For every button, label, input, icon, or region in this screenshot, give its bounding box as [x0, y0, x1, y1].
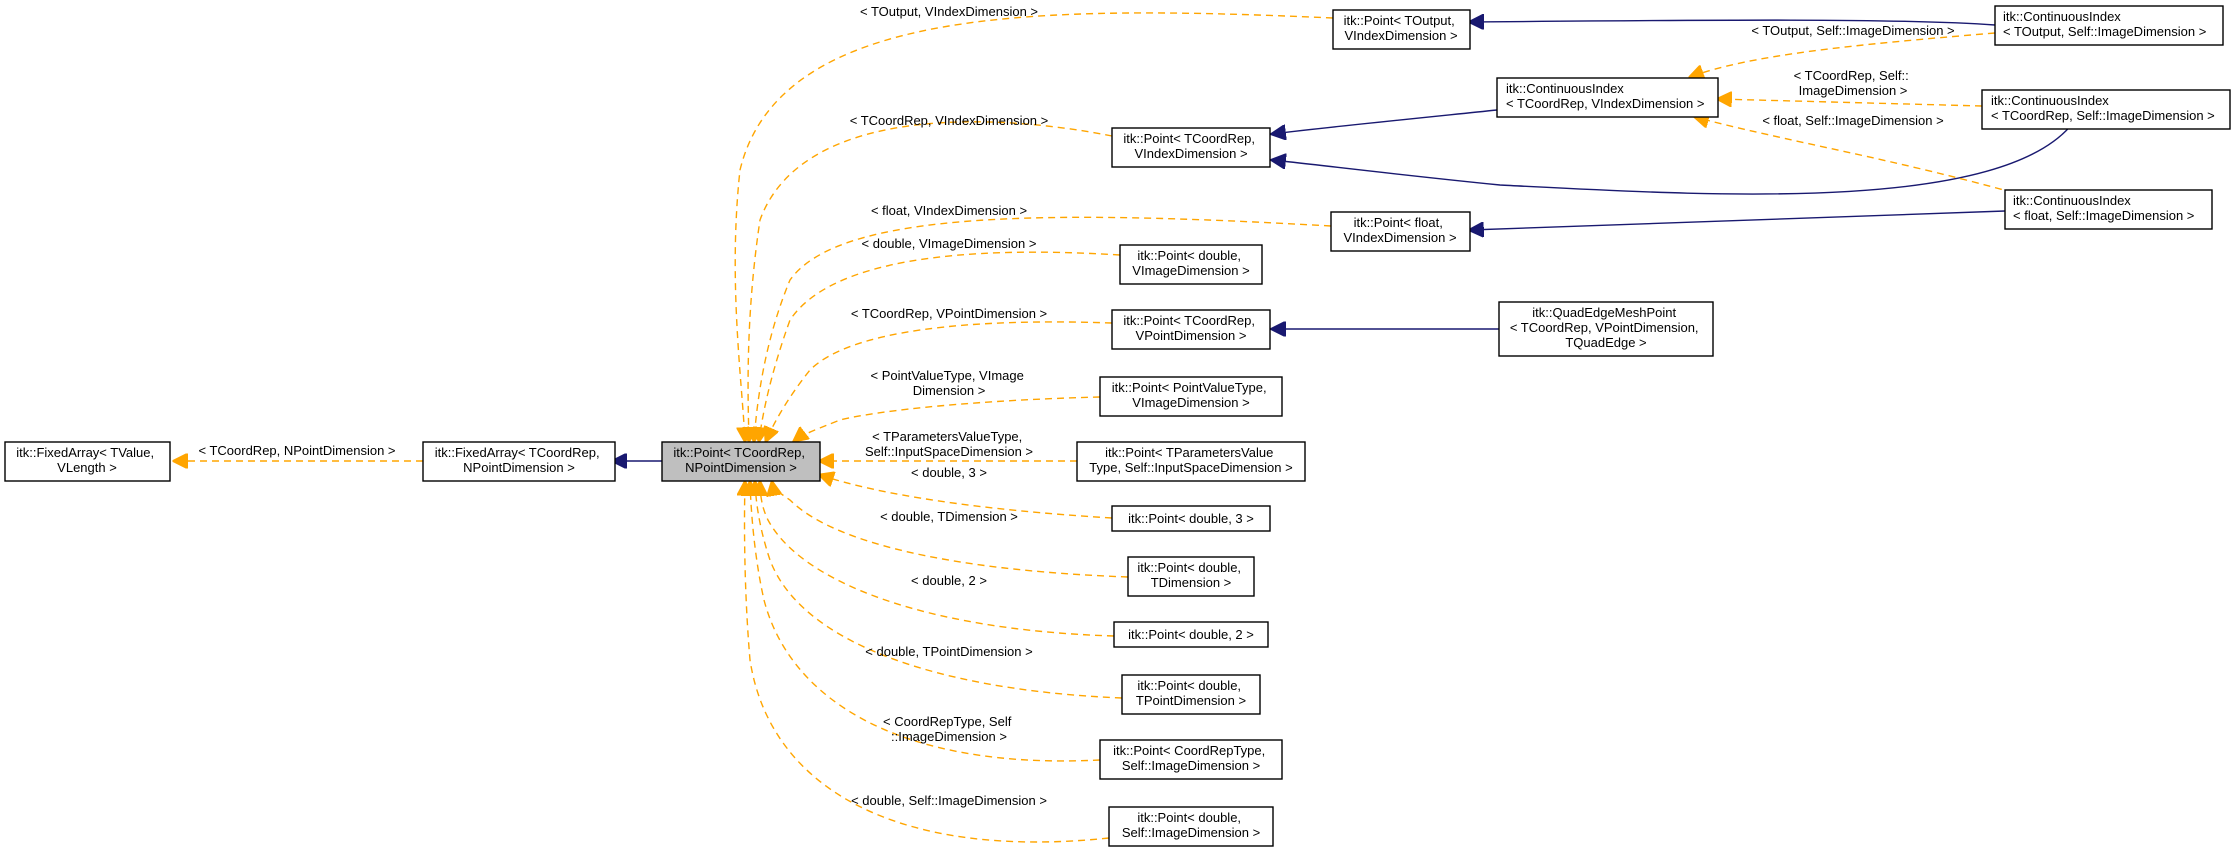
edge-coordreptype — [750, 482, 1101, 762]
node-point-tcoordrep-vpoint[interactable]: itk::Point< TCoordRep, VPointDimension > — [1111, 309, 1271, 350]
svg-text:itk::Point< double, 3 >: itk::Point< double, 3 > — [1128, 511, 1254, 526]
edge-ci-tcoordrep-vindex-inherit — [1272, 109, 1498, 134]
svg-text:itk::Point< PointValueType,: itk::Point< PointValueType, VImageDimens… — [1112, 380, 1270, 410]
edge-tcoordrep-vpoint — [766, 321, 1113, 441]
node-point-coordreptype[interactable]: itk::Point< CoordRepType, Self::ImageDim… — [1099, 739, 1283, 780]
node-point-toutput[interactable]: itk::Point< TOutput, VIndexDimension > — [1332, 9, 1471, 50]
svg-text:itk::ContinuousIndex <: itk::ContinuousIndex < TCoordRep, Self::… — [1991, 93, 2215, 123]
edge-label-coordreptype: < CoordRepType, Self ::ImageDimension > — [883, 714, 1015, 744]
edge-labels: < TCoordRep, NPointDimension > < TOutput… — [198, 4, 1954, 808]
svg-text:itk::Point< double, TD: itk::Point< double, TDimension > — [1137, 560, 1244, 590]
edge-double-tdim — [772, 482, 1129, 578]
svg-text:itk::ContinuousIndex <: itk::ContinuousIndex < TOutput, Self::Im… — [2003, 9, 2206, 39]
node-fixed-array-template[interactable]: itk::FixedArray< TValue, VLength > — [4, 441, 171, 482]
edges — [174, 12, 2074, 843]
node-point-double-vimage[interactable]: itk::Point< double, VImageDimension > — [1119, 244, 1263, 285]
node-fixed-array-instance[interactable]: itk::FixedArray< TCoordRep, NPointDimens… — [422, 441, 616, 482]
edge-toutput — [734, 12, 1334, 441]
node-point-tcoordrep-vindex[interactable]: itk::Point< TCoordRep, VIndexDimension > — [1111, 127, 1271, 168]
edge-ci-toutput-inherit — [1470, 20, 1996, 25]
edge-ci-float-inherit — [1470, 210, 2006, 230]
edge-label-toutput: < TOutput, VIndexDimension > — [860, 4, 1038, 19]
edge-ci-toutput — [1690, 32, 1996, 77]
svg-text:itk::Point< TCoordRep,: itk::Point< TCoordRep, NPointDimension > — [673, 445, 808, 475]
svg-text:itk::ContinuousIndex <: itk::ContinuousIndex < TCoordRep, VIndex… — [1506, 81, 1704, 111]
edge-float-vindex — [754, 216, 1332, 441]
edge-double-3 — [820, 475, 1113, 519]
node-ci-toutput-self[interactable]: itk::ContinuousIndex < TOutput, Self::Im… — [1994, 5, 2224, 46]
node-ci-tcoordrep-self[interactable]: itk::ContinuousIndex < TCoordRep, Self::… — [1981, 89, 2231, 130]
edge-double-2 — [760, 482, 1115, 637]
svg-text:itk::Point< TCoordRep,: itk::Point< TCoordRep, VIndexDimension > — [1123, 131, 1258, 161]
edge-label-fixed-array: < TCoordRep, NPointDimension > — [198, 443, 395, 458]
node-quadedge-mesh-point[interactable]: itk::QuadEdgeMeshPoint < TCoordRep, VPoi… — [1498, 301, 1714, 357]
node-point-main[interactable]: itk::Point< TCoordRep, NPointDimension > — [661, 441, 821, 482]
edge-ci-tcoordrep — [1718, 99, 1983, 106]
node-point-float-vindex[interactable]: itk::Point< float, VIndexDimension > — [1330, 211, 1471, 252]
edge-label-pointvaluetype: < PointValueType, VImage Dimension > — [871, 368, 1028, 398]
svg-text:itk::FixedArray< TValue,: itk::FixedArray< TValue, VLength > — [16, 445, 158, 475]
edge-ci-tcoordrep-self-inherit — [1272, 122, 2074, 195]
edge-double-tpoint — [755, 482, 1123, 699]
edge-label-float-vindex: < float, VIndexDimension > — [871, 203, 1027, 218]
svg-text:itk::Point< TCoordRep,: itk::Point< TCoordRep, VPointDimension > — [1123, 313, 1258, 343]
svg-text:itk::Point< float, VIn: itk::Point< float, VIndexDimension > — [1343, 215, 1456, 245]
svg-text:itk::Point< TParametersValue: itk::Point< TParametersValue Type, Self:… — [1089, 445, 1292, 475]
edge-pointvaluetype — [794, 396, 1101, 441]
edge-label-double-vimage: < double, VImageDimension > — [862, 236, 1037, 251]
node-point-double-2[interactable]: itk::Point< double, 2 > — [1113, 621, 1269, 648]
edge-label-tcoordrep-vpoint: < TCoordRep, VPointDimension > — [851, 306, 1047, 321]
node-point-double-tpoint[interactable]: itk::Point< double, TPointDimension > — [1121, 674, 1261, 715]
edge-label-tparams: < TParametersValueType, Self::InputSpace… — [865, 429, 1033, 459]
node-point-double-self[interactable]: itk::Point< double, Self::ImageDimension… — [1108, 806, 1274, 847]
svg-text:itk::Point< double, Se: itk::Point< double, Self::ImageDimension… — [1122, 810, 1260, 840]
edge-label-double-tpoint: < double, TPointDimension > — [865, 644, 1032, 659]
edge-label-double-3: < double, 3 > — [911, 465, 987, 480]
svg-text:itk::Point< CoordRepType,: itk::Point< CoordRepType, Self::ImageDim… — [1113, 743, 1269, 773]
svg-text:itk::QuadEdgeMeshPoint: itk::QuadEdgeMeshPoint < TCoordRep, VPoi… — [1510, 305, 1702, 350]
edge-label-double-self: < double, Self::ImageDimension > — [851, 793, 1047, 808]
svg-text:itk::Point< TOutput, V: itk::Point< TOutput, VIndexDimension > — [1344, 13, 1459, 43]
svg-text:itk::Point< double, 2 >: itk::Point< double, 2 > — [1128, 627, 1254, 642]
svg-text:itk::Point< double, TP: itk::Point< double, TPointDimension > — [1136, 678, 1246, 708]
edge-label-double-2: < double, 2 > — [911, 573, 987, 588]
edge-label-ci-toutput: < TOutput, Self::ImageDimension > — [1751, 23, 1954, 38]
node-ci-tcoordrep-vindex[interactable]: itk::ContinuousIndex < TCoordRep, VIndex… — [1496, 77, 1719, 118]
edge-label-double-tdim: < double, TDimension > — [880, 509, 1018, 524]
edge-label-tcoordrep-vindex: < TCoordRep, VIndexDimension > — [850, 113, 1048, 128]
edge-label-ci-tcoordrep: < TCoordRep, Self:: ImageDimension > — [1794, 68, 1913, 98]
svg-text:itk::ContinuousIndex <: itk::ContinuousIndex < float, Self::Imag… — [2013, 193, 2194, 223]
node-point-pointvaluetype[interactable]: itk::Point< PointValueType, VImageDimens… — [1099, 376, 1283, 417]
edge-double-self — [745, 482, 1110, 843]
edge-ci-float — [1695, 117, 2026, 197]
node-ci-float-self[interactable]: itk::ContinuousIndex < float, Self::Imag… — [2004, 189, 2213, 230]
svg-text:itk::FixedArray< TCoordRep,: itk::FixedArray< TCoordRep, NPointDimens… — [435, 445, 603, 475]
node-point-double-tdim[interactable]: itk::Point< double, TDimension > — [1127, 556, 1255, 597]
node-point-double-3[interactable]: itk::Point< double, 3 > — [1111, 505, 1271, 532]
edge-tcoordrep-vindex — [748, 121, 1113, 441]
node-point-tparams[interactable]: itk::Point< TParametersValue Type, Self:… — [1076, 441, 1306, 482]
nodes: itk::FixedArray< TValue, VLength > itk::… — [4, 5, 2231, 847]
svg-text:itk::Point< double, VI: itk::Point< double, VImageDimension > — [1132, 248, 1249, 278]
edge-double-vimage — [759, 251, 1121, 441]
edge-label-ci-float: < float, Self::ImageDimension > — [1762, 113, 1943, 128]
